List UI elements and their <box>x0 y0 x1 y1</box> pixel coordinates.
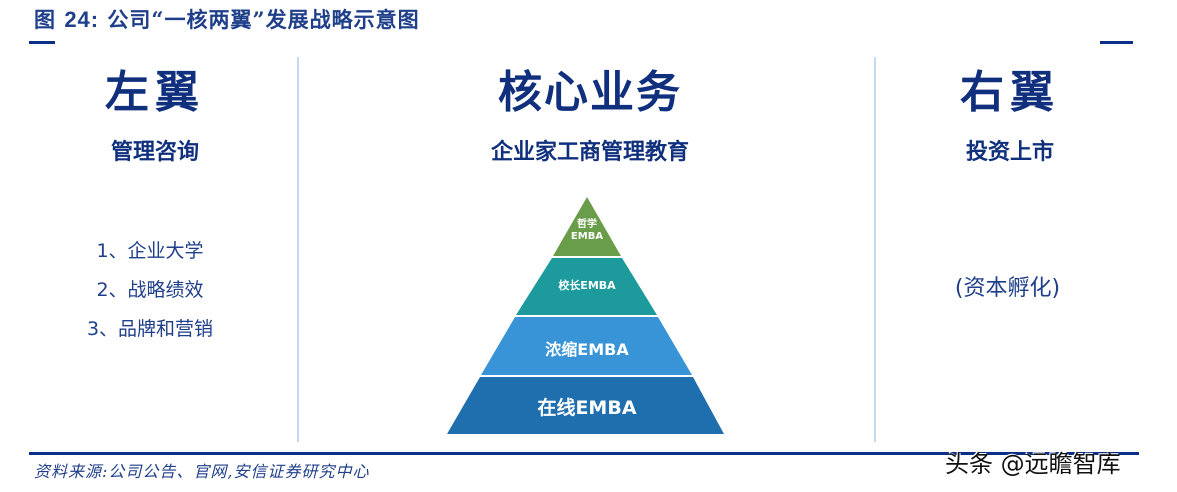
tier-2-label: 校长EMBA <box>558 279 616 292</box>
pyramid-tier-2 <box>516 258 657 315</box>
divider-right <box>874 57 876 442</box>
watermark: 头条 @远瞻智库 <box>945 450 1121 478</box>
left-wing-list: 1、企业大学 2、战略绩效 3、品牌和营销 <box>60 232 240 349</box>
left-wing-subheading: 管理咨询 <box>110 140 199 165</box>
figure-title: 图 24: 公司“一核两翼”发展战略示意图 <box>34 4 420 34</box>
core-subheading: 企业家工商管理教育 <box>490 140 689 165</box>
tier-1-label-line1: 哲学 <box>577 219 597 230</box>
tier-4-label: 在线EMBA <box>537 397 637 419</box>
core-heading: 核心业务 <box>498 67 682 118</box>
right-wing-note: (资本孵化) <box>954 276 1061 301</box>
right-wing-subheading: 投资上市 <box>965 140 1054 165</box>
list-item: 3、品牌和营销 <box>86 318 214 340</box>
tier-3-label: 浓缩EMBA <box>545 340 629 359</box>
figure-number: 24: <box>64 7 100 32</box>
right-wing-heading: 右翼 <box>960 67 1060 118</box>
title-rule-right <box>1100 41 1133 44</box>
source-text: 资料来源:公司公告、官网,安信证券研究中心 <box>34 462 370 481</box>
title-rule-left <box>29 41 55 44</box>
list-item: 2、战略绩效 <box>96 279 204 301</box>
source-rule <box>29 452 1139 455</box>
tier-1-label-line2: EMBA <box>570 231 604 242</box>
list-item: 1、企业大学 <box>96 240 204 262</box>
tier-1-label: 哲学 EMBA <box>547 219 627 243</box>
figure-prefix: 图 <box>34 7 56 32</box>
figure-caption: 公司“一核两翼”发展战略示意图 <box>107 7 420 32</box>
pyramid-tier-1 <box>553 197 621 256</box>
pyramid-tier-3 <box>481 317 692 375</box>
divider-left <box>297 57 299 442</box>
pyramid-tier-4 <box>447 377 724 434</box>
left-wing-heading: 左翼 <box>105 67 205 118</box>
